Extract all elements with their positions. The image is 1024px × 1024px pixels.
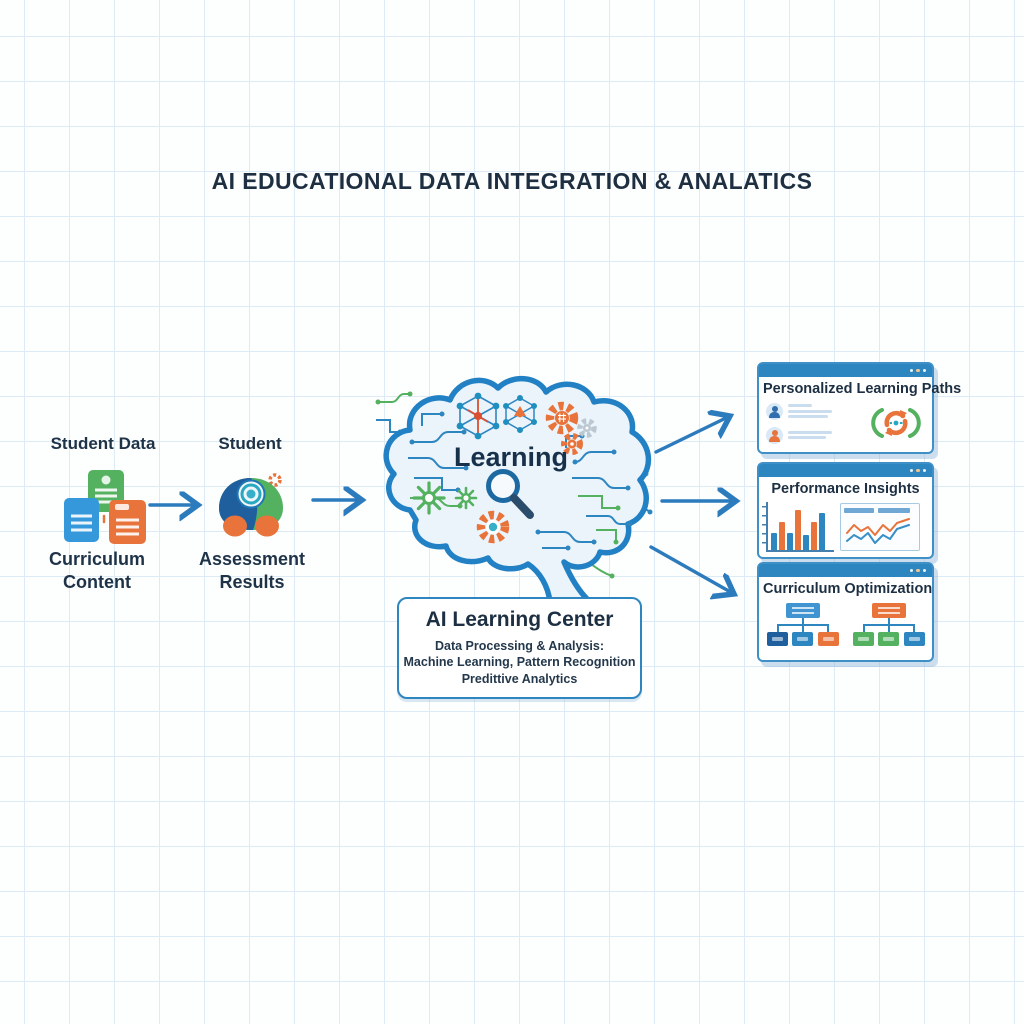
page-title: AI EDUCATIONAL DATA INTEGRATION & ANALAT… <box>211 168 813 194</box>
gears-icon <box>545 401 597 455</box>
window-dot-icon <box>909 568 913 573</box>
network-graph-icon-2 <box>503 395 537 433</box>
user-row <box>766 426 861 444</box>
insights-line-chart <box>840 503 920 551</box>
card-performance-insights: Performance Insights <box>757 462 934 559</box>
green-gear-icon <box>412 481 478 515</box>
tree-diagram <box>852 603 925 650</box>
window-dot-icon <box>922 568 926 573</box>
window-dot-icon <box>922 368 926 373</box>
sparkline-blue <box>846 524 910 544</box>
sparkline-orange <box>846 518 910 536</box>
user-avatar-icon <box>766 426 783 444</box>
input-label-assessment-results: Assessment Results <box>198 549 306 592</box>
card-title: Personalized Learning Paths <box>763 381 962 397</box>
center-box-title: AI Learning Center <box>425 608 614 631</box>
student-robot-icon <box>213 470 289 545</box>
card-titlebar <box>759 364 932 377</box>
card-title: Performance Insights <box>771 481 920 497</box>
input-label-student: Student <box>218 434 282 453</box>
user-avatar-icon <box>766 402 783 420</box>
user-row <box>766 402 861 420</box>
learning-cycle-icon <box>871 408 921 438</box>
window-dot-icon <box>922 468 926 473</box>
network-graph-icon <box>456 392 500 440</box>
card-personalized-learning-paths: Personalized Learning Paths <box>757 362 962 454</box>
user-list <box>766 402 861 444</box>
insights-bar-chart <box>762 502 834 552</box>
window-dot-icon <box>909 468 913 473</box>
card-curriculum-optimization: Curriculum Optimization <box>757 562 934 662</box>
documents-icon <box>62 468 148 553</box>
tree-diagram <box>766 603 839 650</box>
card-titlebar <box>759 564 932 577</box>
brain-label: Learning <box>454 442 568 472</box>
window-dot-icon <box>909 368 913 373</box>
center-box-line-1: Data Processing & Analysis: <box>434 639 605 653</box>
window-dot-icon <box>916 368 920 373</box>
ai-brain-illustration: Learning <box>370 370 660 610</box>
center-box-line-3: Predittive Analytics <box>461 671 578 686</box>
center-box-line-2: Machine Learning, Pattern Recognition <box>403 655 636 670</box>
card-titlebar <box>759 464 932 477</box>
orange-gear-icon <box>476 510 510 544</box>
input-label-student-data: Student Data <box>50 434 156 453</box>
magnifier-icon <box>486 469 534 519</box>
input-label-curriculum-content: Curriculum Content <box>48 549 145 592</box>
window-dot-icon <box>916 568 920 573</box>
window-dot-icon <box>916 468 920 473</box>
card-title: Curriculum Optimization <box>763 581 933 597</box>
ai-learning-center-box: AI Learning Center Data Processing & Ana… <box>397 597 642 699</box>
